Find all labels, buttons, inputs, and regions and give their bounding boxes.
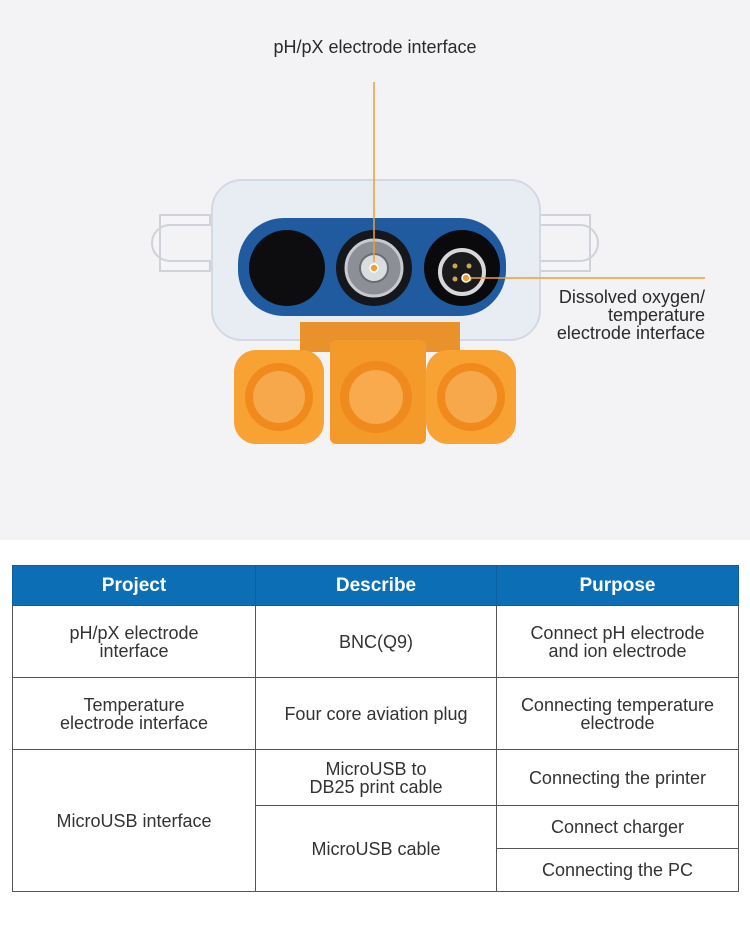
callout-ph-interface: pH/pX electrode interface xyxy=(273,37,477,57)
cell-purpose: Connect charger xyxy=(496,805,739,849)
table-row: Connecting the PC xyxy=(13,848,739,892)
cell-text: Four core aviation plug xyxy=(284,703,468,724)
cell-project: pH/pX electrode interface xyxy=(12,605,256,678)
header-describe: Describe xyxy=(255,565,497,606)
cell-purpose: Connecting temperature electrode xyxy=(496,677,739,750)
cell-describe: BNC(Q9) xyxy=(255,605,497,678)
cell-text: Connect pH electrode xyxy=(530,622,705,643)
table-row: Temperature electrode interface Four cor… xyxy=(12,677,739,750)
orange-connectors xyxy=(234,322,516,444)
cell-text: Connecting the PC xyxy=(541,860,694,880)
cell-text: BNC(Q9) xyxy=(338,631,413,652)
cell-describe: MicroUSB to DB25 print cable xyxy=(255,749,497,806)
cell-purpose: Connecting the printer xyxy=(496,749,739,806)
callout-do-interface: Dissolved oxygen/ temperature electrode … xyxy=(485,288,705,342)
cell-purpose: Connecting the PC xyxy=(496,848,739,892)
cell-text: Connecting the printer xyxy=(528,767,707,788)
product-image-area: pH/pX electrode interface Dissolved oxyg… xyxy=(0,0,750,540)
empty-port xyxy=(249,230,325,306)
cell-text: MicroUSB cable xyxy=(311,838,441,859)
callout-line: Dissolved oxygen/ xyxy=(558,287,705,307)
cell-text: electrode xyxy=(580,712,655,733)
cell-purpose: Connect pH electrode and ion electrode xyxy=(496,605,739,678)
interface-spec-table: Project Describe Purpose pH/pX electrode… xyxy=(12,565,739,892)
table-row: MicroUSB interface MicroUSB to DB25 prin… xyxy=(12,749,739,892)
right-clip xyxy=(539,214,599,272)
cell-project: MicroUSB interface xyxy=(12,749,256,892)
cell-describe: Four core aviation plug xyxy=(255,677,497,750)
cell-text: pH/pX electrode xyxy=(69,622,199,643)
cell-describe: MicroUSB cable xyxy=(255,805,497,892)
cell-text: MicroUSB to xyxy=(325,758,427,779)
header-project: Project xyxy=(12,565,256,606)
callout-line: temperature xyxy=(607,305,705,325)
table-header-row: Project Describe Purpose xyxy=(12,565,739,606)
left-clip xyxy=(151,214,211,272)
cell-text: and ion electrode xyxy=(548,640,687,661)
callout-line: electrode interface xyxy=(556,323,705,343)
cell-text: MicroUSB interface xyxy=(56,810,212,831)
cell-text: electrode interface xyxy=(59,712,209,733)
cell-text: interface xyxy=(99,640,169,661)
cell-text: Connecting temperature xyxy=(520,694,715,715)
cell-project: Temperature electrode interface xyxy=(12,677,256,750)
connector-illustration xyxy=(151,82,705,444)
header-purpose: Purpose xyxy=(496,565,739,606)
table-row: pH/pX electrode interface BNC(Q9) Connec… xyxy=(12,605,739,678)
cell-text: Connect charger xyxy=(550,817,685,837)
cell-text: DB25 print cable xyxy=(309,776,443,797)
cell-text: Temperature xyxy=(83,694,185,715)
